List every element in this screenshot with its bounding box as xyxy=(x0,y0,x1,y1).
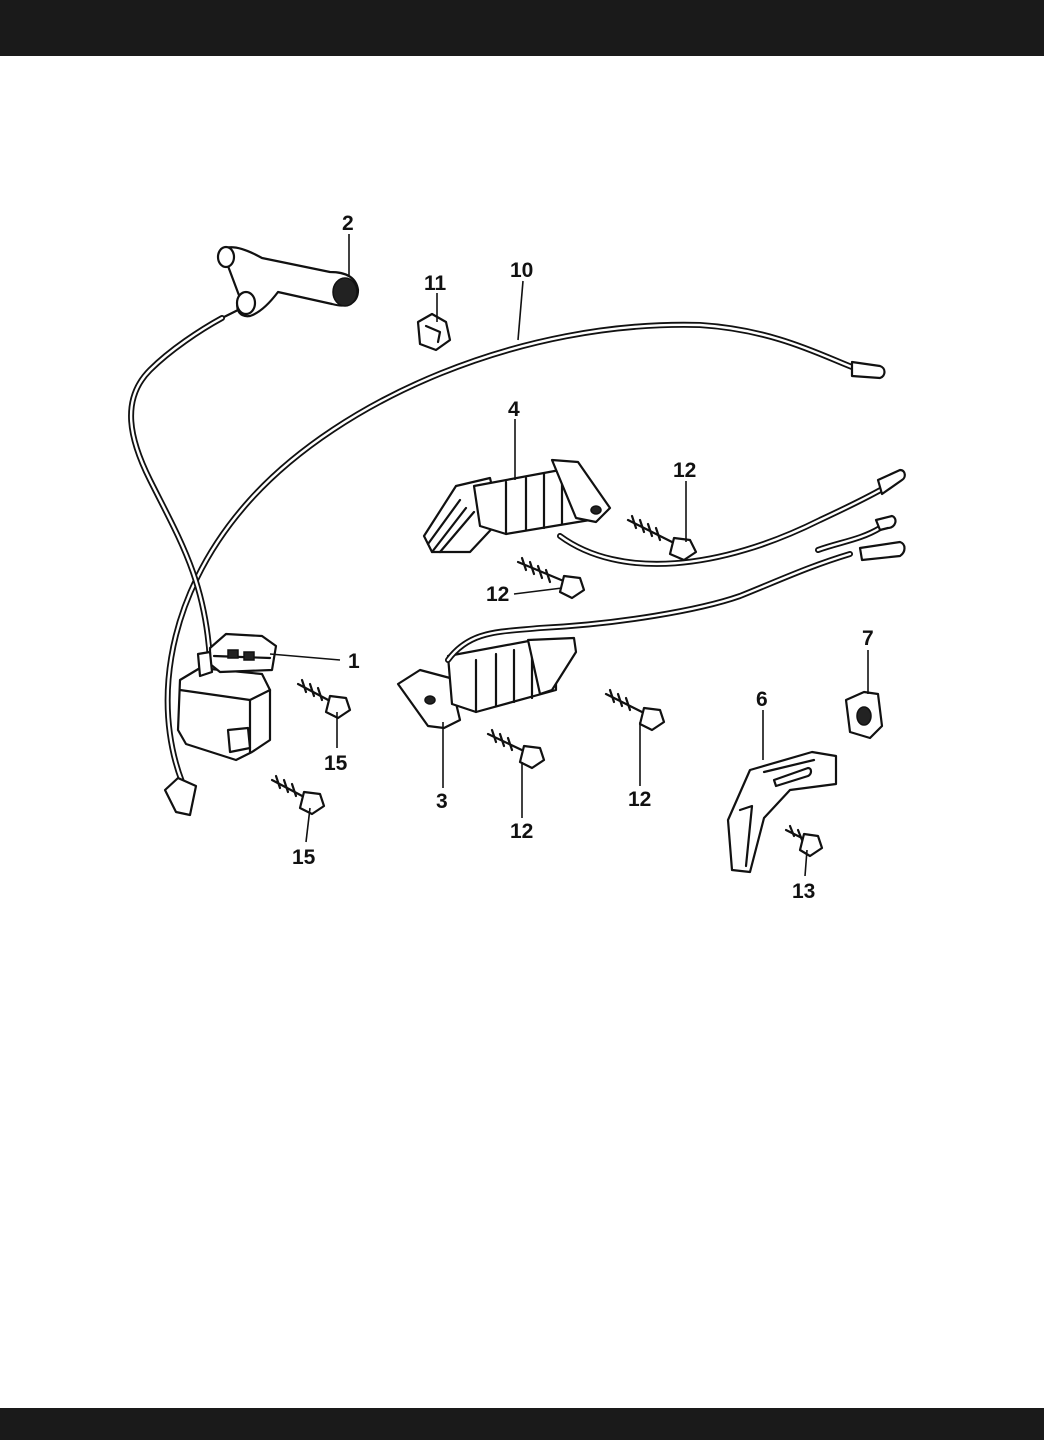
callout-15-lower: 15 xyxy=(292,846,316,869)
ht-lead xyxy=(131,318,222,660)
callout-labels: 1 2 3 4 6 7 10 11 12 12 12 12 13 15 15 xyxy=(292,212,874,903)
callout-11: 11 xyxy=(424,272,447,295)
part-4-exciter-coil xyxy=(424,460,610,552)
part-4-leads xyxy=(560,470,905,564)
callout-7: 7 xyxy=(862,627,874,650)
callout-15-upper: 15 xyxy=(324,752,348,775)
callout-1: 1 xyxy=(348,650,360,673)
part-2-spark-plug-cap xyxy=(218,247,358,318)
bolt-13 xyxy=(786,826,822,856)
bolt-12-lower-right xyxy=(606,690,664,730)
callout-12-upper-right: 12 xyxy=(673,459,696,482)
part-3-charge-coil xyxy=(398,638,576,728)
callout-10: 10 xyxy=(510,259,533,282)
callout-2: 2 xyxy=(342,212,354,235)
part-6-bracket xyxy=(728,752,836,872)
bolt-12-lower-middle xyxy=(488,730,544,768)
callout-4: 4 xyxy=(508,398,520,421)
callout-13: 13 xyxy=(792,880,815,903)
part-10-cable xyxy=(165,325,885,815)
callout-12-middle: 12 xyxy=(486,583,509,606)
part-11-clip xyxy=(418,314,450,350)
bolt-15-lower xyxy=(272,776,324,814)
part-7-grommet xyxy=(846,692,882,738)
part-1-ignition-coil xyxy=(178,634,276,760)
callout-6: 6 xyxy=(756,688,768,711)
bolt-15-upper xyxy=(298,680,350,718)
callout-12-lower-middle: 12 xyxy=(510,820,533,843)
callout-3: 3 xyxy=(436,790,448,813)
callout-12-lower-right: 12 xyxy=(628,788,651,811)
